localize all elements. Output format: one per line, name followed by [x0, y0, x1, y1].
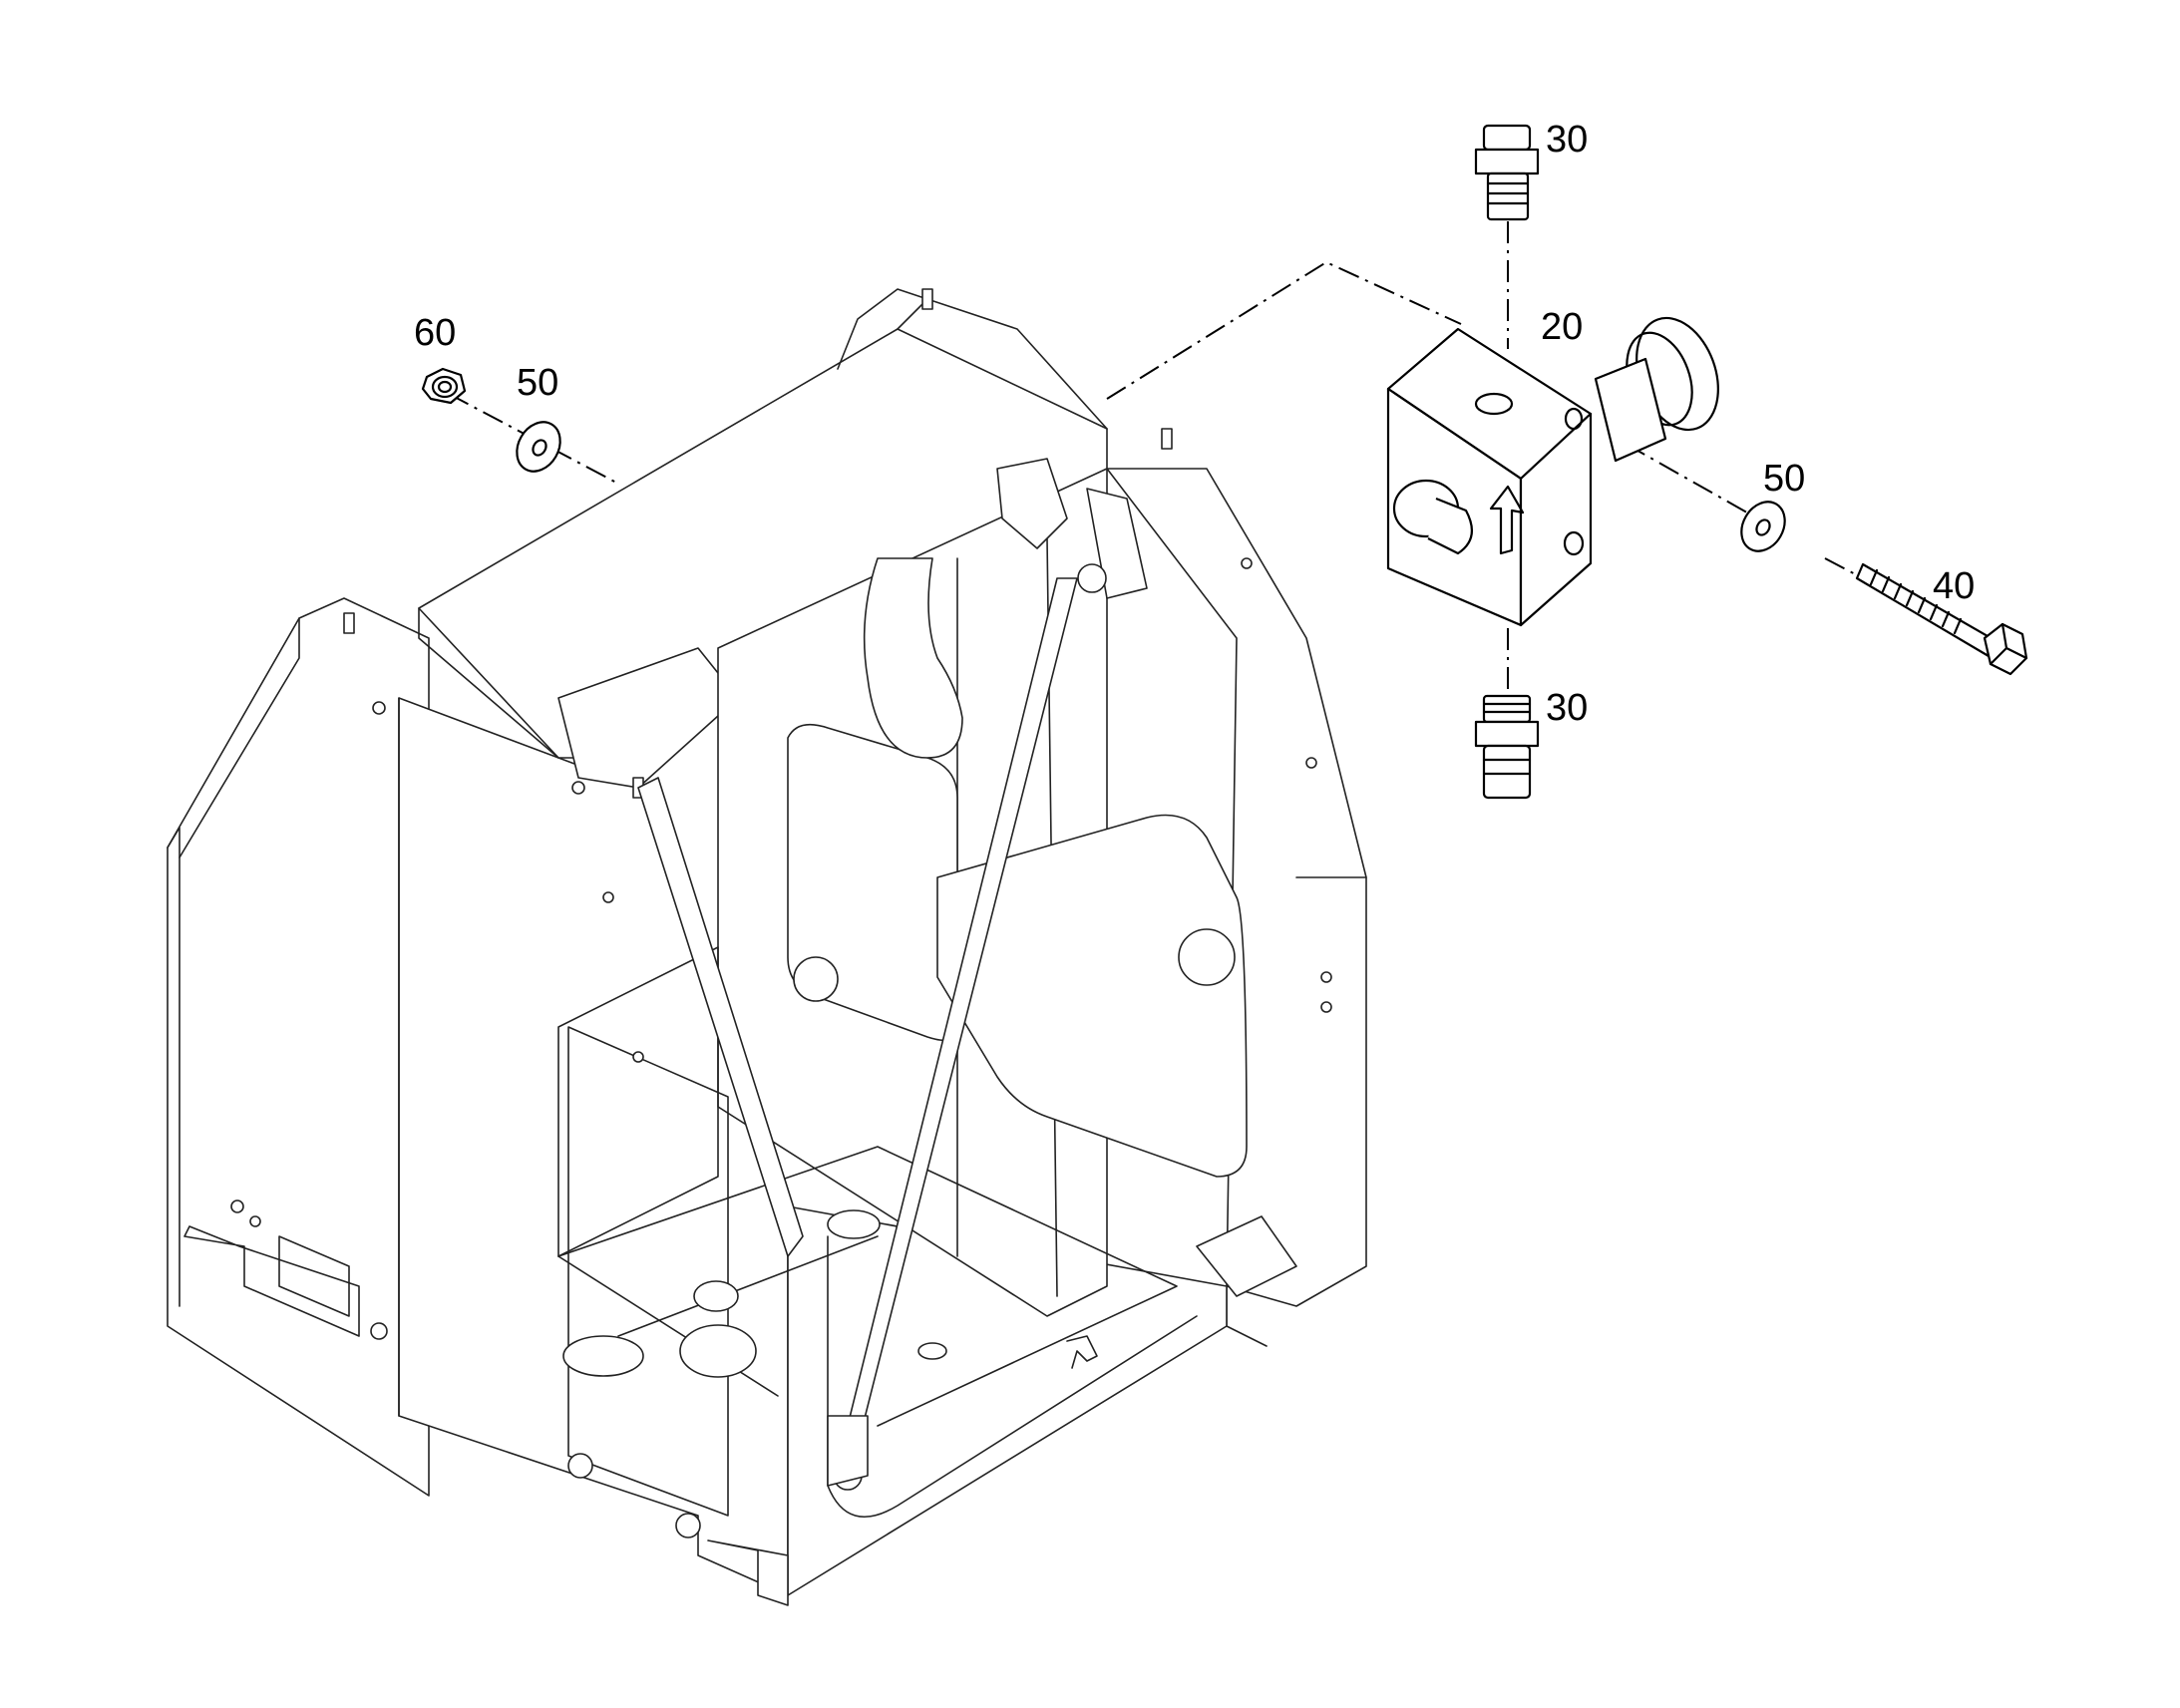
- callout-nut: 60: [414, 312, 456, 354]
- fitting-bottom-part: [1474, 694, 1540, 800]
- hex-nut-part: [421, 367, 467, 405]
- valve-block-part: [1386, 316, 1719, 627]
- callout-washer-left: 50: [517, 362, 558, 404]
- washer-left-part: [516, 421, 561, 473]
- washer-right-part: [1740, 501, 1786, 552]
- fitting-top-part: [1474, 124, 1540, 221]
- callout-bolt: 40: [1933, 565, 1975, 607]
- bolt-part: [1855, 562, 2028, 676]
- callout-washer-right: 50: [1763, 458, 1805, 500]
- callout-fitting-top: 30: [1546, 119, 1588, 161]
- machine-frame: [167, 288, 1367, 1606]
- callout-labels: 30 20 60 50 50 40 30: [414, 119, 1975, 729]
- callout-valve-block: 20: [1541, 306, 1583, 348]
- callout-fitting-bottom: 30: [1546, 687, 1588, 729]
